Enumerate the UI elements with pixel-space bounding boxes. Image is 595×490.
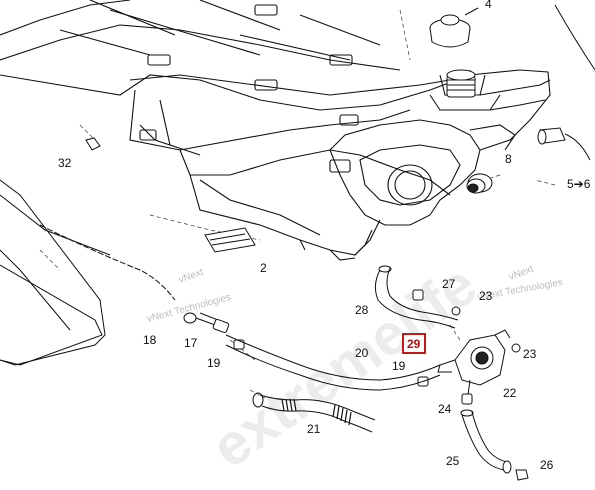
- washer-23b: [511, 343, 521, 353]
- callout-26: 26: [540, 458, 554, 472]
- hose-21: [252, 392, 376, 433]
- hose-25: [460, 409, 509, 471]
- callout-21: 21: [307, 422, 321, 436]
- cover-plate: [0, 264, 103, 366]
- hose-20: [225, 334, 441, 391]
- callout-25: 25: [446, 454, 460, 468]
- callout-5-to-6: 5➔6: [567, 177, 591, 191]
- callout-17: 17: [184, 336, 198, 350]
- callout-22: 22: [503, 386, 517, 400]
- callout-23-upper: 23: [479, 289, 493, 303]
- callout-29: 29: [407, 337, 421, 351]
- side-panel: [0, 179, 111, 366]
- leader-lines: [39, 9, 556, 399]
- callout-18: 18: [143, 333, 157, 347]
- long-hose: [39, 224, 176, 301]
- clamp-27: [412, 289, 424, 301]
- callout-32: 32: [58, 156, 72, 170]
- callout-8: 8: [505, 152, 512, 166]
- vnext-watermark-2: vNext: [507, 264, 535, 283]
- callout-20: 20: [355, 346, 369, 360]
- connector-part: [537, 4, 595, 161]
- filler-cap-part: [429, 7, 479, 48]
- callout-24: 24: [438, 402, 452, 416]
- filler-neck-part: [446, 69, 476, 98]
- callout-19-left: 19: [207, 356, 221, 370]
- grommet-part: [466, 173, 493, 194]
- callout-2: 2: [260, 261, 267, 275]
- pad-part: [204, 227, 256, 253]
- washer-23a: [451, 306, 461, 316]
- vnext-watermark-1: vNext: [177, 267, 205, 286]
- callout-23-right: 23: [523, 347, 537, 361]
- fitting-18-17: [183, 312, 230, 334]
- callout-4: 4: [485, 0, 492, 11]
- hose-28: [374, 265, 459, 329]
- callout-27: 27: [442, 277, 456, 291]
- pump-assembly: [437, 329, 511, 396]
- callout-28: 28: [355, 303, 369, 317]
- clamp-19-left: [233, 339, 245, 350]
- clamp-26: [502, 460, 529, 481]
- hose-21-corrugation: [281, 398, 352, 426]
- clamp-24: [461, 393, 473, 405]
- callout-29-highlight-box: [402, 333, 426, 354]
- clip-part: [85, 137, 101, 151]
- callout-19-right: 19: [392, 359, 406, 373]
